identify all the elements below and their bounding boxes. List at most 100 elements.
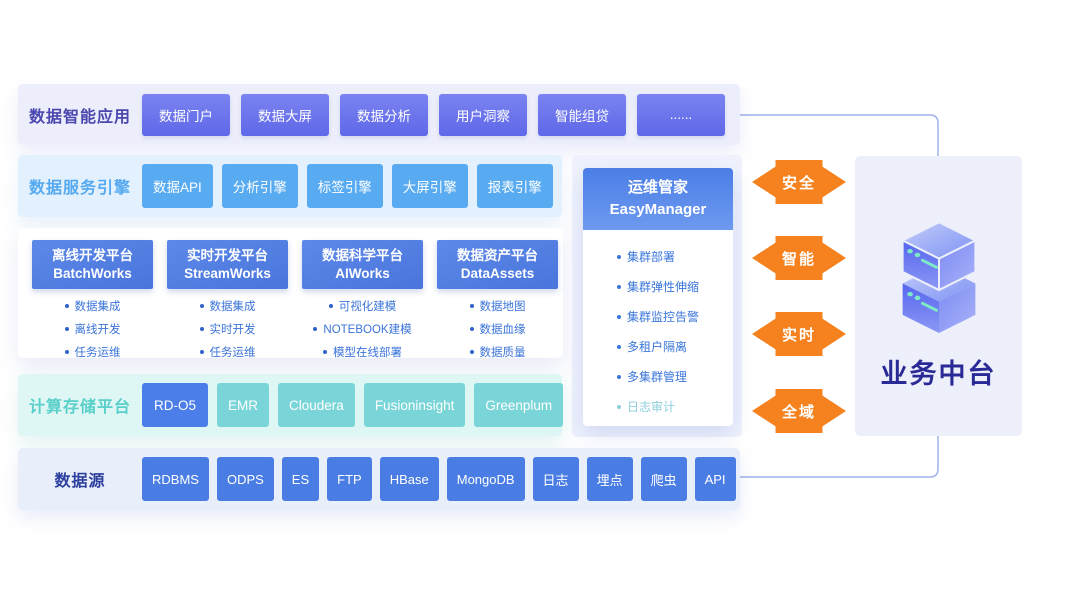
bullet-icon xyxy=(617,284,621,289)
business-platform-label: 业务中台 xyxy=(880,359,997,389)
platform-title-en: DataAssets xyxy=(460,265,535,281)
platform-card-streamworks: 实时开发平台 StreamWorks 数据集成 实时开发 任务运维 xyxy=(167,240,288,360)
app-chip-ellipsis: ...... xyxy=(637,93,725,136)
platform-card-header: 数据科学平台 AIWorks xyxy=(302,240,423,290)
service-chip-analysis: 分析引擎 xyxy=(221,164,298,208)
service-chip-tag-engine: 标签引擎 xyxy=(306,164,383,208)
server-stack-icon xyxy=(901,221,976,334)
feature-item: 离线开发 xyxy=(32,321,153,337)
compute-chips: RD-O5 EMR Cloudera Fusioninsight Greenpl… xyxy=(142,383,564,427)
layer-service-engines: 数据服务引擎 数据API 分析引擎 标签引擎 大屏引擎 报表引擎 xyxy=(18,155,562,217)
easymanager-panel: 运维管家 EasyManager 集群部署 集群弹性伸缩 集群监控告警 多租户隔… xyxy=(583,168,733,426)
feature-item: NOTEBOOK建模 xyxy=(302,321,423,337)
easymanager-title-cn: 运维管家 xyxy=(627,179,688,197)
bullet-icon xyxy=(328,304,333,309)
source-chip-api: API xyxy=(694,457,736,501)
feature-item: 可视化建模 xyxy=(302,298,423,314)
compute-chip-cloudera: Cloudera xyxy=(278,383,355,427)
feature-item-log-audit: 日志审计 xyxy=(617,398,733,415)
source-chip-tracking: 埋点 xyxy=(586,457,633,501)
app-chip-smart-lending: 智能组贷 xyxy=(538,93,626,136)
source-chip-odps: ODPS xyxy=(216,457,274,501)
platform-title-en: AIWorks xyxy=(335,265,390,281)
layer-service-engines-label: 数据服务引擎 xyxy=(28,180,131,197)
compute-chip-emr: EMR xyxy=(217,383,270,427)
bullet-icon xyxy=(64,304,69,309)
bullet-icon xyxy=(313,327,318,332)
service-chip-report-engine: 报表引擎 xyxy=(476,164,553,208)
bullet-icon xyxy=(469,304,474,309)
platform-card-header: 数据资产平台 DataAssets xyxy=(437,240,558,290)
source-chip-mongodb: MongoDB xyxy=(446,457,525,501)
platform-feature-list: 可视化建模 NOTEBOOK建模 模型在线部署 xyxy=(302,298,423,360)
bullet-icon xyxy=(617,314,621,319)
platform-feature-list: 数据地图 数据血缘 数据质量 xyxy=(437,298,558,360)
bullet-icon xyxy=(64,327,69,332)
easymanager-title-en: EasyManager xyxy=(609,201,707,218)
layer-data-sources: 数据源 RDBMS ODPS ES FTP HBase MongoDB 日志 埋… xyxy=(18,448,740,510)
feature-item: 实时开发 xyxy=(167,321,288,337)
platform-feature-list: 数据集成 离线开发 任务运维 xyxy=(32,298,153,360)
platform-title-en: BatchWorks xyxy=(53,265,132,281)
layer-compute-storage-label: 计算存储平台 xyxy=(28,399,131,416)
compute-chip-greenplum: Greenplum xyxy=(474,383,564,427)
bullet-icon xyxy=(199,350,204,355)
platform-card-dataassets: 数据资产平台 DataAssets 数据地图 数据血缘 数据质量 xyxy=(437,240,558,360)
compute-chip-rd-o5: RD-O5 xyxy=(142,383,209,427)
source-chip-logs: 日志 xyxy=(532,457,579,501)
platform-title-cn: 数据科学平台 xyxy=(322,248,403,263)
layer-compute-storage: 计算存储平台 RD-O5 EMR Cloudera Fusioninsight … xyxy=(18,374,564,436)
source-chip-ftp: FTP xyxy=(327,457,372,501)
feature-item: 任务运维 xyxy=(32,344,153,360)
app-chip-data-screen: 数据大屏 xyxy=(241,93,329,136)
source-chip-hbase: HBase xyxy=(379,457,439,501)
feature-item: 多租户隔离 xyxy=(617,338,733,355)
bullet-icon xyxy=(617,374,621,379)
feature-item: 模型在线部署 xyxy=(302,344,423,360)
bullet-icon xyxy=(323,350,327,355)
platform-title-cn: 数据资产平台 xyxy=(457,248,538,263)
feature-item: 数据集成 xyxy=(167,298,288,314)
business-platform-panel: 业务中台 xyxy=(855,156,1022,436)
feature-item: 任务运维 xyxy=(167,344,288,360)
compute-chip-fusioninsight: Fusioninsight xyxy=(363,383,466,427)
bullet-icon xyxy=(617,254,621,259)
layer-data-sources-label: 数据源 xyxy=(54,473,106,490)
layer-data-apps-label: 数据智能应用 xyxy=(28,108,131,126)
bullet-icon xyxy=(199,327,204,332)
platform-title-cn: 离线开发平台 xyxy=(52,248,133,263)
app-chips: 数据门户 数据大屏 数据分析 用户洞察 智能组贷 ...... xyxy=(142,93,740,136)
source-chips: RDBMS ODPS ES FTP HBase MongoDB 日志 埋点 爬虫… xyxy=(142,457,740,501)
source-chip-rdbms: RDBMS xyxy=(142,457,209,501)
platform-card-batchworks: 离线开发平台 BatchWorks 数据集成 离线开发 任务运维 xyxy=(32,240,153,360)
app-chip-data-analysis: 数据分析 xyxy=(340,93,428,136)
layer-data-apps: 数据智能应用 数据门户 数据大屏 数据分析 用户洞察 智能组贷 ...... xyxy=(18,84,740,145)
feature-item: 数据地图 xyxy=(437,298,558,314)
app-chip-data-portal: 数据门户 xyxy=(142,93,230,136)
platform-title-en: StreamWorks xyxy=(184,265,271,281)
platform-card-header: 离线开发平台 BatchWorks xyxy=(32,240,153,290)
platform-title-cn: 实时开发平台 xyxy=(187,248,268,263)
service-chips: 数据API 分析引擎 标签引擎 大屏引擎 报表引擎 xyxy=(142,164,562,208)
feature-item: 集群部署 xyxy=(617,248,733,265)
bullet-icon xyxy=(617,404,621,409)
platform-feature-list: 数据集成 实时开发 任务运维 xyxy=(167,298,288,360)
feature-item: 集群监控告警 xyxy=(617,308,733,325)
layer-dev-platforms: 离线开发平台 BatchWorks 数据集成 离线开发 任务运维 实时开发平台 … xyxy=(18,228,563,360)
feature-item: 集群弹性伸缩 xyxy=(617,278,733,295)
feature-item: 数据集成 xyxy=(32,298,153,314)
easymanager-container: 运维管家 EasyManager 集群部署 集群弹性伸缩 集群监控告警 多租户隔… xyxy=(572,155,742,437)
easymanager-feature-list: 集群部署 集群弹性伸缩 集群监控告警 多租户隔离 多集群管理 日志审计 xyxy=(583,230,733,415)
bullet-icon xyxy=(617,344,621,349)
bullet-icon xyxy=(64,350,69,355)
service-chip-data-api: 数据API xyxy=(142,164,213,208)
service-chip-screen-engine: 大屏引擎 xyxy=(391,164,468,208)
bullet-icon xyxy=(469,327,474,332)
feature-item: 数据质量 xyxy=(437,344,558,360)
bullet-icon xyxy=(199,304,204,309)
source-chip-es: ES xyxy=(281,457,320,501)
source-chip-crawler: 爬虫 xyxy=(640,457,687,501)
bullet-icon xyxy=(469,350,474,355)
